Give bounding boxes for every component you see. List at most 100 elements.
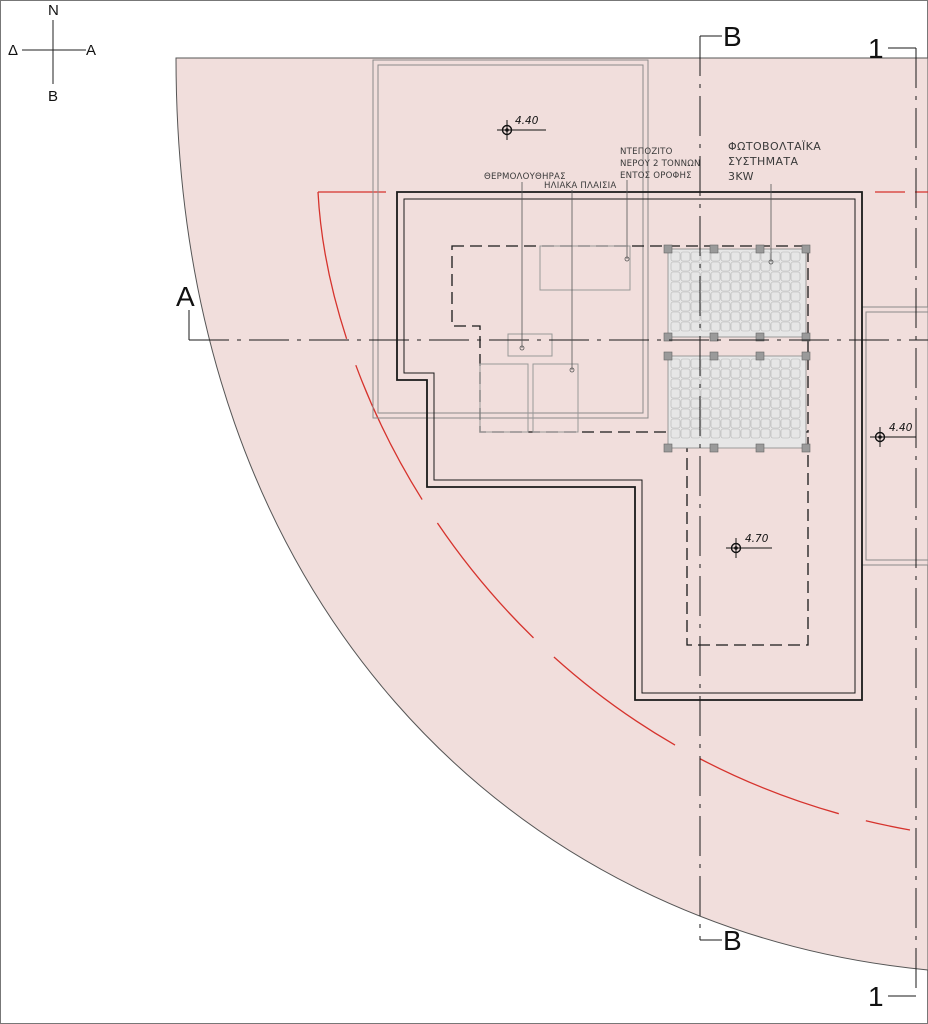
pv-cell bbox=[700, 261, 711, 272]
pv-cell bbox=[700, 311, 711, 322]
pv-cell bbox=[680, 388, 691, 399]
photovoltaic-label-3: 3KW bbox=[728, 170, 754, 183]
solar-panel-frame-2 bbox=[532, 363, 579, 433]
pv-cell bbox=[780, 281, 791, 292]
pv-cell bbox=[720, 418, 731, 429]
water-heater-label: ΘΕΡΜΟΛΟΥΘΗΡΑΣ bbox=[484, 172, 566, 182]
compass-east: A bbox=[86, 42, 96, 59]
pv-cell bbox=[710, 398, 721, 409]
pv-support-post bbox=[801, 351, 811, 361]
pv-support-post bbox=[801, 332, 811, 342]
pv-cell bbox=[670, 418, 681, 429]
solar-panel-frame-1 bbox=[479, 363, 529, 433]
pv-cell bbox=[700, 251, 711, 262]
pv-cell bbox=[760, 281, 771, 292]
roof-outline bbox=[396, 191, 863, 701]
pv-cell bbox=[670, 271, 681, 282]
pv-cell bbox=[700, 321, 711, 332]
pv-cell bbox=[790, 358, 801, 369]
pv-cell bbox=[730, 271, 741, 282]
pv-cell bbox=[680, 261, 691, 272]
pv-cell bbox=[670, 321, 681, 332]
pv-cell bbox=[740, 281, 751, 292]
pv-cell bbox=[740, 368, 751, 379]
pv-cell bbox=[790, 291, 801, 302]
pv-cell bbox=[720, 368, 731, 379]
pv-cell bbox=[750, 271, 761, 282]
pv-support-post bbox=[709, 443, 719, 453]
pv-cell bbox=[740, 418, 751, 429]
pv-cell bbox=[790, 321, 801, 332]
pv-cell bbox=[780, 398, 791, 409]
pv-cell bbox=[760, 301, 771, 312]
pv-cell bbox=[720, 398, 731, 409]
compass-south: B bbox=[48, 88, 58, 105]
pv-cell bbox=[690, 388, 701, 399]
pv-cell bbox=[770, 408, 781, 419]
pv-cell bbox=[730, 428, 741, 439]
pv-cell bbox=[670, 281, 681, 292]
pv-cell bbox=[700, 281, 711, 292]
pv-cell bbox=[770, 428, 781, 439]
pv-cell bbox=[750, 281, 761, 292]
pv-cell bbox=[790, 408, 801, 419]
level-marker-main bbox=[726, 538, 772, 558]
pv-cell bbox=[670, 291, 681, 302]
pv-cell bbox=[790, 281, 801, 292]
pv-cell bbox=[710, 271, 721, 282]
pv-cell bbox=[750, 301, 761, 312]
pv-cell bbox=[730, 388, 741, 399]
pv-cell bbox=[790, 378, 801, 389]
pv-cell bbox=[760, 378, 771, 389]
pv-cell bbox=[680, 291, 691, 302]
pv-cell bbox=[680, 368, 691, 379]
pv-cell bbox=[770, 321, 781, 332]
pv-cell bbox=[760, 418, 771, 429]
section-line-a bbox=[188, 310, 928, 341]
pv-cell bbox=[750, 358, 761, 369]
pv-cell bbox=[750, 408, 761, 419]
pv-cell bbox=[750, 428, 761, 439]
pv-cell bbox=[670, 261, 681, 272]
pv-cell bbox=[710, 418, 721, 429]
level-main-value: 4.70 bbox=[745, 533, 769, 545]
pv-cell bbox=[680, 311, 691, 322]
pv-cell bbox=[750, 261, 761, 272]
pv-cell bbox=[790, 261, 801, 272]
pv-cell bbox=[730, 358, 741, 369]
pv-cell bbox=[740, 388, 751, 399]
pv-support-post bbox=[663, 244, 673, 254]
pv-cell bbox=[710, 388, 721, 399]
pv-cell bbox=[760, 408, 771, 419]
pv-cell bbox=[720, 388, 731, 399]
pv-cell bbox=[760, 321, 771, 332]
site-area bbox=[175, 57, 928, 971]
pv-cell bbox=[770, 291, 781, 302]
pv-panel-block bbox=[667, 355, 807, 449]
pv-cell bbox=[680, 271, 691, 282]
pv-cell bbox=[760, 388, 771, 399]
pv-cell bbox=[720, 358, 731, 369]
pv-cell bbox=[740, 301, 751, 312]
pv-cell bbox=[670, 301, 681, 312]
pv-cell bbox=[780, 311, 791, 322]
pv-cell bbox=[780, 388, 791, 399]
water-tank-label-3: ΕΝΤΟΣ ΟΡΟΦΗΣ bbox=[620, 171, 692, 181]
water-heater-outline bbox=[507, 333, 553, 357]
pv-cell bbox=[770, 311, 781, 322]
pv-cell bbox=[710, 261, 721, 272]
pv-cell bbox=[670, 398, 681, 409]
pv-cell bbox=[730, 321, 741, 332]
pv-cell bbox=[700, 291, 711, 302]
pv-cell bbox=[770, 271, 781, 282]
pv-cell bbox=[720, 321, 731, 332]
pv-cell bbox=[780, 261, 791, 272]
pv-cell bbox=[780, 301, 791, 312]
pv-cell bbox=[670, 311, 681, 322]
pv-cell bbox=[750, 368, 761, 379]
pv-cell bbox=[790, 388, 801, 399]
pv-cell bbox=[790, 311, 801, 322]
pv-cell bbox=[680, 428, 691, 439]
pv-cell bbox=[670, 368, 681, 379]
pv-cell bbox=[740, 271, 751, 282]
